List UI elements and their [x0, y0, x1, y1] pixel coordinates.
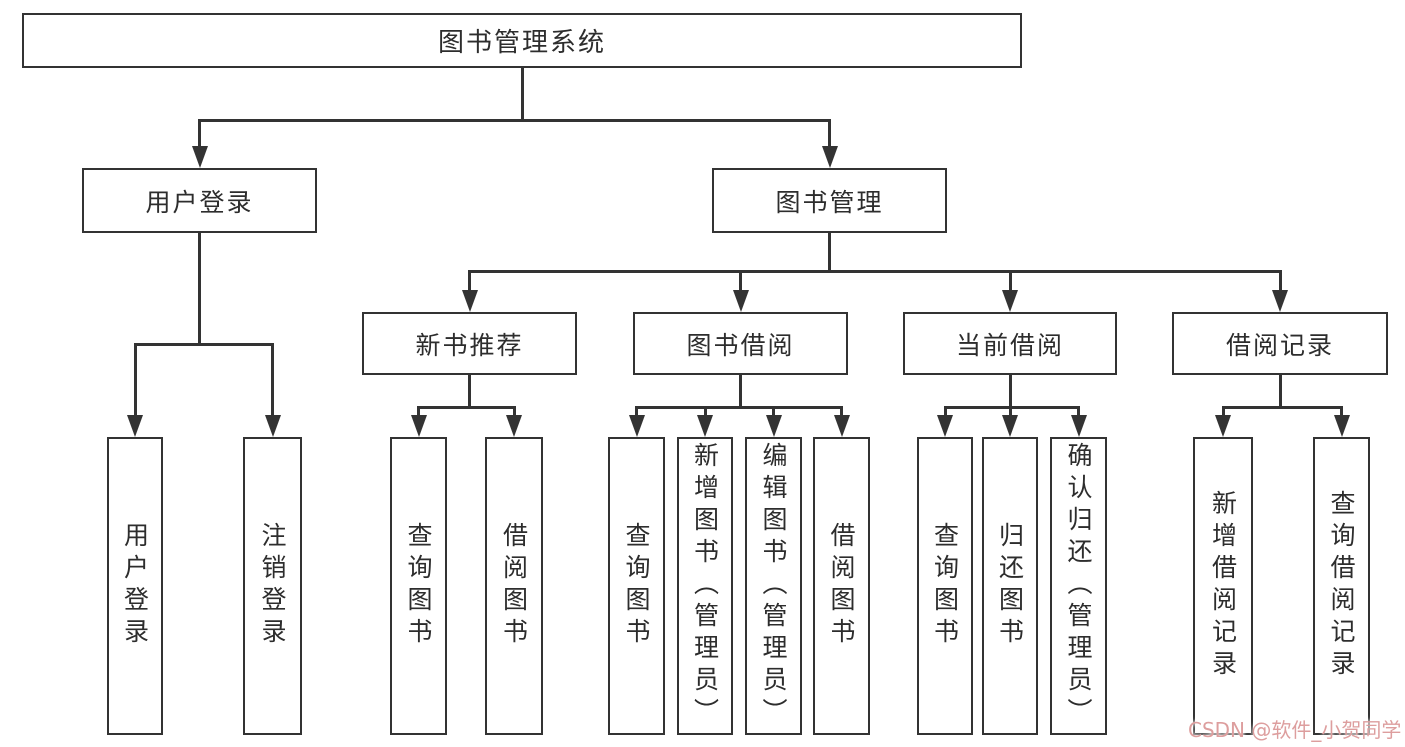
- arrowhead-current-borrow: [1002, 290, 1018, 312]
- connector-stem-book-mgmt: [828, 233, 831, 271]
- connector-drop-br-add-record: [1221, 407, 1225, 415]
- connector-drop-br-query-record: [1340, 407, 1343, 415]
- connector-branch-user-login: [133, 342, 274, 346]
- node-label-logout: 注销登录: [258, 522, 287, 650]
- node-rec-query-book: 查询图书: [390, 437, 447, 735]
- connector-stem-book-borrow: [739, 375, 742, 407]
- node-label-borrow-records: 借阅记录: [1225, 330, 1334, 360]
- connector-drop-bb-add-book: [703, 407, 707, 415]
- node-rec-borrow-book: 借阅图书: [485, 437, 543, 735]
- connector-drop-logout: [271, 344, 274, 415]
- node-bb-edit-book: 编辑图书（管理员）: [745, 437, 802, 735]
- node-label-rec-borrow-book: 借阅图书: [499, 522, 529, 650]
- node-cb-confirm-return: 确认归还（管理员）: [1050, 437, 1107, 735]
- node-borrow-records: 借阅记录: [1172, 312, 1388, 375]
- arrowhead-rec-query-book: [410, 415, 427, 437]
- connector-drop-current-borrow: [1008, 271, 1012, 290]
- connector-drop-rec-borrow-book: [512, 407, 516, 415]
- node-label-cb-return-book: 归还图书: [995, 522, 1025, 650]
- connector-stem-user-login: [198, 233, 201, 344]
- node-label-bb-borrow-book: 借阅图书: [827, 522, 856, 650]
- arrowhead-borrow-records: [1272, 290, 1288, 312]
- arrowhead-book-borrow: [732, 290, 749, 312]
- arrowhead-rec-borrow-book: [506, 415, 522, 437]
- node-br-add-record: 新增借阅记录: [1193, 437, 1253, 735]
- node-label-br-query-record: 查询借阅记录: [1327, 490, 1356, 682]
- node-label-rec-query-book: 查询图书: [404, 522, 433, 650]
- node-label-login: 用户登录: [120, 522, 150, 650]
- connector-drop-new-book-rec: [468, 271, 471, 290]
- node-label-bb-edit-book: 编辑图书（管理员）: [759, 442, 788, 730]
- node-login: 用户登录: [107, 437, 163, 735]
- connector-branch-current-borrow: [943, 405, 1080, 409]
- node-logout: 注销登录: [243, 437, 302, 735]
- node-current-borrow: 当前借阅: [903, 312, 1117, 375]
- node-cb-return-book: 归还图书: [982, 437, 1038, 735]
- csdn-watermark: CSDN @软件_小贺同学: [1188, 718, 1402, 742]
- connector-branch-root: [198, 118, 831, 122]
- arrowhead-user-login: [191, 146, 208, 168]
- node-label-bb-add-book: 新增图书（管理员）: [690, 442, 720, 730]
- node-label-root: 图书管理系统: [437, 28, 606, 58]
- node-label-bb-query-book: 查询图书: [622, 522, 651, 650]
- node-label-new-book-rec: 新书推荐: [415, 330, 524, 360]
- connector-drop-bb-borrow-book: [840, 407, 843, 415]
- arrowhead-br-query-record: [1333, 415, 1350, 437]
- arrowhead-bb-add-book: [697, 415, 713, 437]
- arrowhead-logout: [264, 415, 281, 437]
- arrowhead-br-add-record: [1215, 415, 1231, 437]
- arrowhead-cb-return-book: [1002, 415, 1018, 437]
- node-user-login: 用户登录: [82, 168, 317, 233]
- connector-branch-book-mgmt: [468, 269, 1282, 273]
- connector-drop-rec-query-book: [417, 407, 420, 415]
- node-root: 图书管理系统: [22, 13, 1022, 68]
- node-book-borrow: 图书借阅: [633, 312, 848, 375]
- connector-drop-user-login: [198, 120, 201, 146]
- node-bb-add-book: 新增图书（管理员）: [677, 437, 733, 735]
- connector-drop-cb-query-book: [943, 407, 947, 415]
- arrowhead-book-mgmt: [821, 146, 838, 168]
- connector-stem-root: [520, 68, 524, 120]
- connector-drop-cb-return-book: [1008, 407, 1012, 415]
- arrowhead-cb-query-book: [937, 415, 953, 437]
- arrowhead-bb-borrow-book: [833, 415, 850, 437]
- connector-branch-borrow-records: [1221, 405, 1343, 409]
- node-label-book-mgmt: 图书管理: [775, 187, 884, 217]
- connector-drop-borrow-records: [1278, 271, 1282, 290]
- node-bb-borrow-book: 借阅图书: [813, 437, 870, 735]
- arrowhead-new-book-rec: [461, 290, 478, 312]
- arrowhead-login: [127, 415, 143, 437]
- connector-drop-bb-edit-book: [772, 407, 775, 415]
- arrowhead-bb-query-book: [628, 415, 645, 437]
- arrowhead-cb-confirm-return: [1070, 415, 1087, 437]
- connector-branch-new-book-rec: [417, 405, 516, 409]
- arrowhead-bb-edit-book: [765, 415, 782, 437]
- node-label-user-login: 用户登录: [145, 187, 254, 217]
- connector-stem-current-borrow: [1008, 375, 1012, 407]
- node-label-br-add-record: 新增借阅记录: [1208, 490, 1238, 682]
- node-label-current-borrow: 当前借阅: [955, 330, 1064, 360]
- node-book-mgmt: 图书管理: [712, 168, 947, 233]
- connector-drop-bb-query-book: [635, 407, 638, 415]
- connector-drop-book-mgmt: [828, 120, 831, 146]
- node-label-cb-query-book: 查询图书: [930, 522, 960, 650]
- connector-stem-borrow-records: [1278, 375, 1282, 407]
- connector-branch-book-borrow: [635, 405, 843, 409]
- connector-drop-login: [133, 344, 137, 415]
- node-br-query-record: 查询借阅记录: [1313, 437, 1370, 735]
- node-new-book-rec: 新书推荐: [362, 312, 577, 375]
- connector-drop-cb-confirm-return: [1077, 407, 1080, 415]
- node-label-book-borrow: 图书借阅: [686, 330, 795, 360]
- connector-stem-new-book-rec: [468, 375, 471, 407]
- node-bb-query-book: 查询图书: [608, 437, 665, 735]
- node-cb-query-book: 查询图书: [917, 437, 973, 735]
- connector-drop-book-borrow: [739, 271, 742, 290]
- node-label-cb-confirm-return: 确认归还（管理员）: [1064, 442, 1093, 730]
